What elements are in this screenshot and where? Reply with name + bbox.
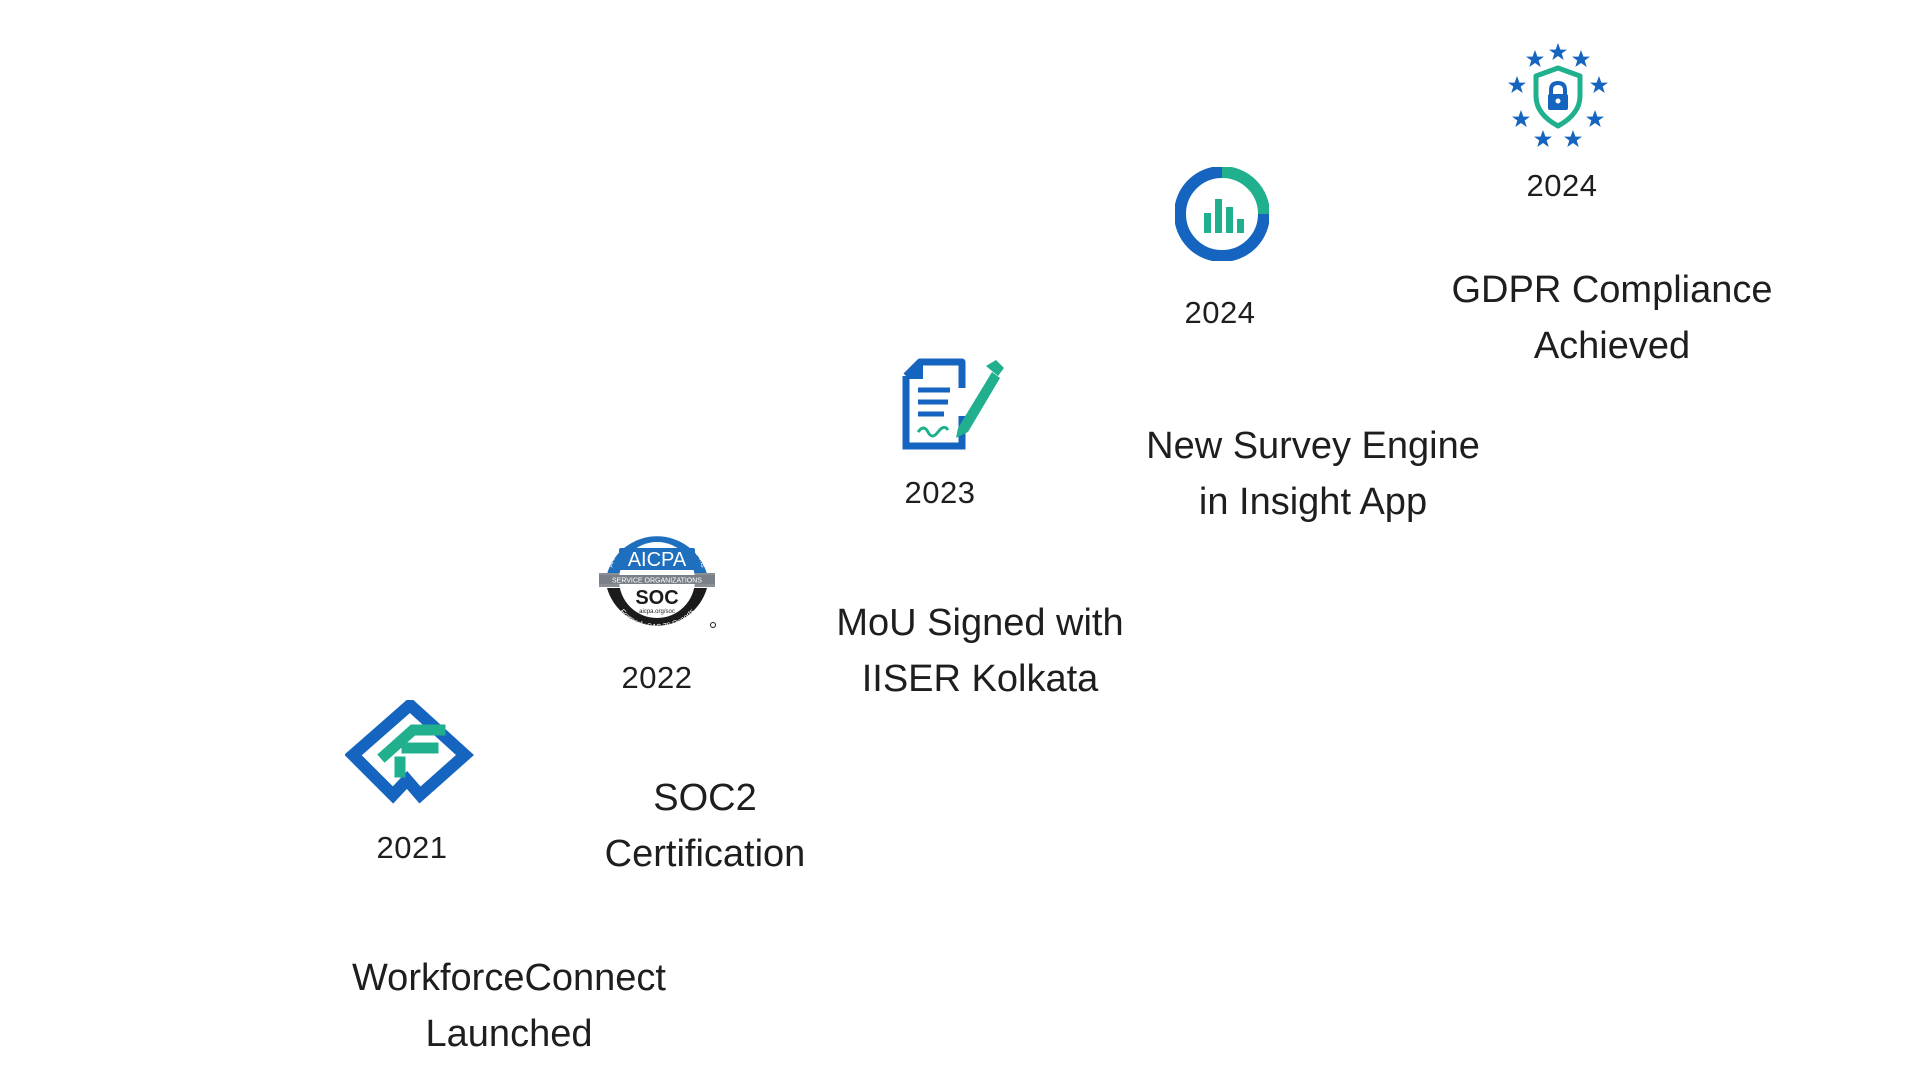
caption-line-2: IISER Kolkata <box>861 658 1099 700</box>
badge-center-text: SOC <box>635 587 678 609</box>
caption-line-2: in Insight App <box>1198 481 1428 523</box>
milestone-caption: SOC2 Certification <box>525 770 885 882</box>
caption-line-1: GDPR Compliance <box>1451 269 1773 311</box>
milestone-year: 2023 <box>904 475 976 510</box>
milestone-year: 2021 <box>376 830 448 865</box>
caption-line-1: New Survey Engine <box>1146 425 1480 467</box>
milestone-caption: MoU Signed with IISER Kolkata <box>800 595 1160 707</box>
badge-top-text: AICPA <box>628 549 687 571</box>
milestone-caption: GDPR Compliance Achieved <box>1432 262 1792 374</box>
caption-line-2: Launched <box>425 1013 593 1055</box>
caption-line-2: Certification <box>604 833 806 875</box>
milestone-caption: WorkforceConnect Launched <box>329 950 689 1062</box>
signed-document-icon <box>902 358 1004 450</box>
caption-line-1: WorkforceConnect <box>352 957 666 999</box>
survey-chart-icon <box>1175 167 1269 261</box>
caption-line-2: Achieved <box>1533 325 1691 367</box>
workforceconnect-logo-icon <box>345 700 474 804</box>
caption-line-1: MoU Signed with <box>836 602 1124 644</box>
badge-band-text: SERVICE ORGANIZATIONS <box>612 578 702 585</box>
milestone-year: 2024 <box>1526 168 1598 203</box>
milestone-year: 2022 <box>621 660 693 695</box>
aicpa-soc-badge-icon: SERVICE ORGANIZATIONS AICPA SOC aicpa.or… <box>599 524 716 635</box>
milestone-caption: New Survey Engine in Insight App <box>1133 418 1493 530</box>
gdpr-shield-icon <box>1508 43 1608 147</box>
caption-line-1: SOC2 <box>653 777 757 819</box>
milestone-year: 2024 <box>1184 295 1256 330</box>
badge-site-text: aicpa.org/soc <box>639 609 675 615</box>
